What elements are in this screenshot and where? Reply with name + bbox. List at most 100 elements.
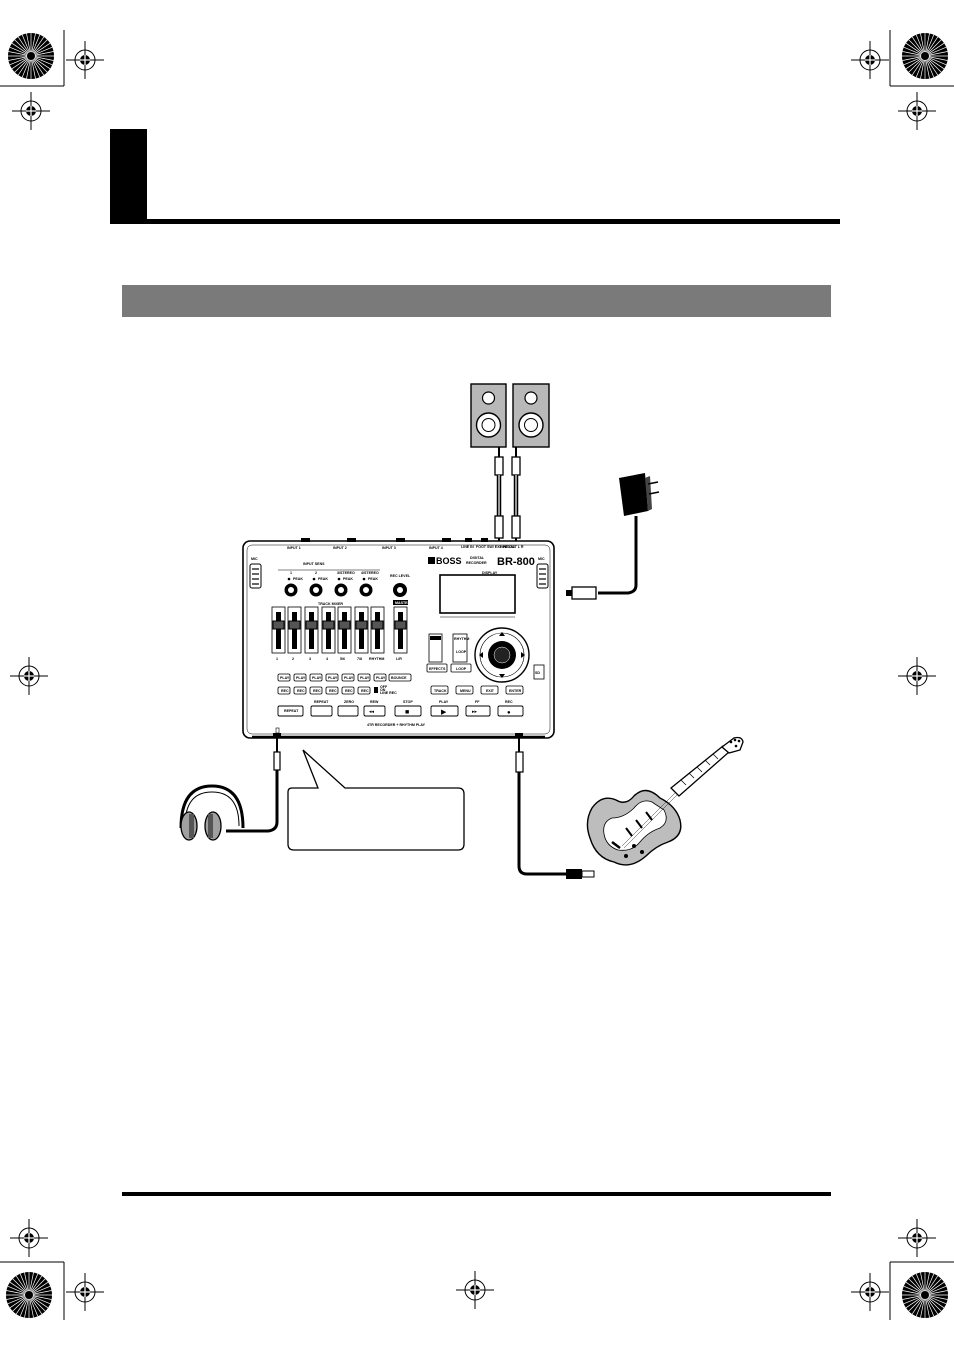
rear-label: LINE OUT L R — [500, 545, 524, 549]
input-label: INPUT 4 — [429, 546, 443, 550]
input-knobs: 1 2 3/STEREO 4/STEREO PEAK PEAK PEAK PEA… — [284, 571, 411, 597]
switch-label: LINE REC — [380, 691, 397, 695]
electric-guitar-icon — [586, 736, 744, 866]
registration-crosshair-icon — [65, 1272, 105, 1312]
callout-bubble — [287, 749, 465, 851]
nav-buttons[interactable] — [430, 685, 524, 695]
transport-label: STOP — [403, 700, 413, 704]
button-label: PLAY — [280, 676, 290, 680]
registration-crosshair-icon — [455, 1270, 495, 1310]
fader-label: L/R — [396, 657, 402, 661]
loop-button[interactable] — [450, 663, 472, 673]
button-label: MENU — [460, 689, 471, 693]
registration-wheel-icon — [901, 32, 949, 80]
section-heading-bar — [122, 285, 831, 317]
cursor-dial[interactable] — [474, 627, 530, 683]
subtitle-line: RECORDER — [466, 561, 487, 565]
fader-label: 4 — [326, 657, 328, 661]
button-label: ENTER — [509, 689, 522, 693]
fader-label: RHYTHM — [369, 657, 384, 661]
button-label: REC — [329, 689, 337, 693]
panel-label: LOOP — [456, 650, 467, 654]
button-label: EXIT — [486, 689, 495, 693]
transport-symbol: ▶ — [441, 709, 447, 716]
button-label: EFFECTS — [429, 667, 446, 671]
speaker-icon — [512, 383, 550, 448]
transport-symbol: ● — [507, 710, 511, 716]
rca-cable-icon — [511, 447, 521, 544]
sd-label: SD — [535, 671, 540, 675]
transport-buttons[interactable] — [277, 705, 524, 717]
rec-buttons[interactable] — [277, 686, 371, 695]
panel-label: RHYTHM — [454, 637, 469, 641]
transport-label: REPEAT — [314, 700, 329, 704]
button-label: PLAY — [328, 676, 338, 680]
button-label: PLAY — [312, 676, 322, 680]
button-label: REC — [297, 689, 305, 693]
button-label: REC — [361, 689, 369, 693]
switch-label: OFF — [380, 685, 388, 689]
button-label: TRACK — [434, 689, 447, 693]
knob-label: 1 — [290, 571, 292, 575]
transport-label: REPEAT — [284, 709, 299, 713]
peak-label: PEAK — [318, 577, 328, 581]
input-label: INPUT 2 — [333, 546, 347, 550]
fader-label: 3 — [309, 657, 311, 661]
transport-label: ZERO — [344, 700, 354, 704]
rear-label: FOOT SW/ EXP PEDAL — [476, 545, 516, 549]
registration-crosshair-icon — [9, 1218, 49, 1258]
guitar-cable-icon — [515, 738, 595, 879]
master-label: MASTER — [395, 601, 411, 605]
knob-label: 2 — [315, 571, 317, 575]
transport-label: REC — [505, 700, 513, 704]
switch-label: ON — [380, 688, 386, 692]
peak-label: PEAK — [368, 577, 378, 581]
registration-crosshair-icon — [850, 1272, 890, 1312]
fader-label: 7/8 — [357, 657, 362, 661]
registration-crosshair-icon — [11, 91, 51, 131]
button-label: REC — [281, 689, 289, 693]
registration-crosshair-icon — [65, 40, 105, 80]
effects-button[interactable] — [426, 663, 448, 673]
effects-panel[interactable] — [428, 633, 443, 663]
side-label: MIC — [538, 557, 545, 561]
mode-switch[interactable] — [374, 687, 378, 693]
button-label: PLAY — [296, 676, 306, 680]
knob-label: 3/STEREO — [337, 571, 355, 575]
registration-wheel-icon — [5, 1271, 53, 1319]
transport-symbol: ■ — [405, 709, 409, 716]
peak-label: PEAK — [343, 577, 353, 581]
speaker-icon — [470, 383, 507, 448]
brand-logo: BOSS — [436, 556, 462, 566]
subtitle-line: DIGITAL — [470, 556, 485, 560]
ac-adaptor-icon — [566, 473, 660, 600]
headphones-icon — [179, 784, 245, 841]
transport-label: FF — [475, 700, 480, 704]
rec-level-label: REC LEVEL — [390, 574, 411, 578]
button-label: REC — [345, 689, 353, 693]
button-label: PLAY — [344, 676, 354, 680]
printer-crop-marks — [0, 30, 954, 1320]
button-label: REC — [313, 689, 321, 693]
display-label: DISPLAY — [482, 571, 498, 575]
rca-cable-icon — [494, 447, 504, 544]
play-buttons[interactable] — [277, 673, 412, 682]
track-faders — [271, 606, 408, 654]
button-label: LOOP — [456, 667, 467, 671]
button-label: BOUNCE — [391, 676, 407, 680]
knob-label: 4/STEREO — [361, 571, 379, 575]
input-label: INPUT 1 — [287, 546, 301, 550]
transport-label: PLAY — [439, 700, 449, 704]
fader-label: 2 — [292, 657, 294, 661]
registration-crosshair-icon — [897, 1218, 937, 1258]
registration-wheel-icon — [7, 32, 55, 80]
button-label: PLAY — [360, 676, 370, 680]
rhythm-panel[interactable] — [452, 633, 468, 663]
side-label: MIC — [251, 557, 258, 561]
registration-crosshair-icon — [897, 91, 937, 131]
headphone-icon — [275, 727, 280, 734]
unit-footer-label: 4TR RECORDER + RHYTHM PLAY — [367, 723, 426, 727]
sd-slot-icon — [533, 664, 545, 680]
br800-unit: INPUT 1 INPUT 2 INPUT 3 INPUT 4 LINE IN … — [242, 538, 555, 739]
